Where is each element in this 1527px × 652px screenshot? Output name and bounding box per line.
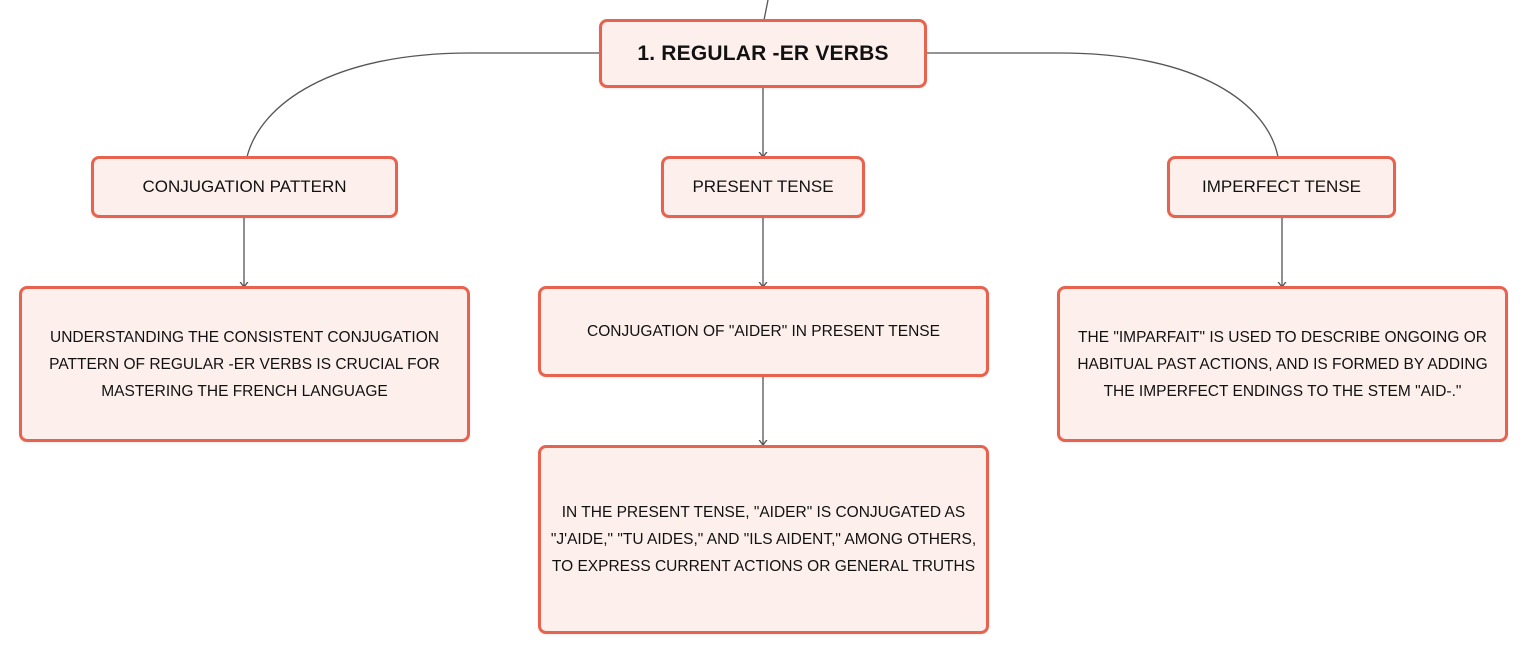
leaf-node-imperfect-tense-detail[interactable]: THE "IMPARFAIT" IS USED TO DESCRIBE ONGO… (1057, 286, 1508, 442)
branch-node-conjugation-pattern[interactable]: CONJUGATION PATTERN (91, 156, 398, 218)
connector-parent-to-root (763, 0, 769, 21)
leaf-node-present-tense-example[interactable]: IN THE PRESENT TENSE, "AIDER" IS CONJUGA… (538, 445, 989, 634)
branch-node-present-tense[interactable]: PRESENT TENSE (661, 156, 865, 218)
leaf-node-present-tense-detail[interactable]: CONJUGATION OF "AIDER" IN PRESENT TENSE (538, 286, 989, 377)
root-node[interactable]: 1. REGULAR -ER VERBS (599, 19, 927, 88)
connector-root-to-imperfect-tense (926, 52, 1279, 158)
leaf-node-conjugation-pattern-detail[interactable]: UNDERSTANDING THE CONSISTENT CONJUGATION… (19, 286, 470, 442)
branch-node-imperfect-tense[interactable]: IMPERFECT TENSE (1167, 156, 1396, 218)
connector-root-to-conjugation-pattern (246, 52, 600, 158)
